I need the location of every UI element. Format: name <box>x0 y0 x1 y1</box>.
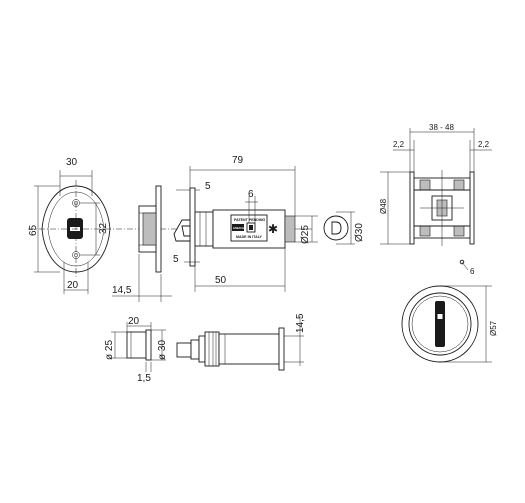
indicator-end-view: Ø30 <box>323 211 365 245</box>
dim-latch-length: 79 <box>232 155 244 166</box>
dim-faceplate-thickness: 14,5 <box>112 285 132 296</box>
latch-dimensions: 79 5 6 5 50 Ø25 <box>173 155 318 292</box>
strike-dimensions: 30 65 32 20 <box>28 157 109 294</box>
spindle-part: 20 ø 25 ø 30 1,5 <box>104 316 168 384</box>
latch-brand: LINEACALI <box>233 227 246 230</box>
dim-rose-diameter: Ø48 <box>379 198 388 214</box>
dim-strike-hole-spacing: 32 <box>98 222 109 234</box>
dim-latch-backset: 50 <box>215 275 227 286</box>
strike-box-side <box>138 185 162 273</box>
rose-section: 6 <box>409 170 475 276</box>
dim-rose-gap-left: 2,2 <box>393 140 405 149</box>
latch-label-line1: PATENT PENDING <box>234 218 265 222</box>
dim-strike-width: 30 <box>66 157 78 168</box>
dim-rose-screw: 6 <box>470 267 475 276</box>
dim-rose-front-diameter: Ø57 <box>489 320 498 336</box>
rose-section-dimensions: 38 - 48 2,2 2,2 Ø48 <box>379 123 492 245</box>
dim-spindle-flange: 1,5 <box>137 373 151 384</box>
dim-strike-height: 65 <box>28 224 39 236</box>
bolt-part: 14,5 <box>176 313 306 371</box>
dim-bolt-height: 14,5 <box>295 313 306 333</box>
rose-front: Ø57 <box>401 285 498 363</box>
dim-spindle-diameter-small: ø 25 <box>104 340 115 360</box>
dim-latch-offset-top: 5 <box>205 181 211 192</box>
faceplate-thickness-dimension: 14,5 <box>112 254 172 302</box>
dim-rose-thickness-range: 38 - 48 <box>429 123 454 132</box>
dim-latch-spindle: 6 <box>248 189 254 200</box>
screw-asterisk: ✱ <box>268 222 278 236</box>
dim-strike-base-width: 20 <box>67 280 79 291</box>
latch-label-line2: MADE IN ITALY <box>236 235 263 239</box>
dim-rose-gap-right: 2,2 <box>478 140 490 149</box>
dim-latch-diameter: Ø25 <box>300 225 311 244</box>
latch-body: PATENT PENDING LINEACALI MADE IN ITALY ✱ <box>173 187 312 267</box>
dim-indicator-diameter: Ø30 <box>354 223 365 242</box>
dim-spindle-diameter-large: ø 30 <box>157 340 168 360</box>
dim-spindle-length: 20 <box>128 316 140 327</box>
dim-latch-offset-bottom: 5 <box>173 254 179 265</box>
